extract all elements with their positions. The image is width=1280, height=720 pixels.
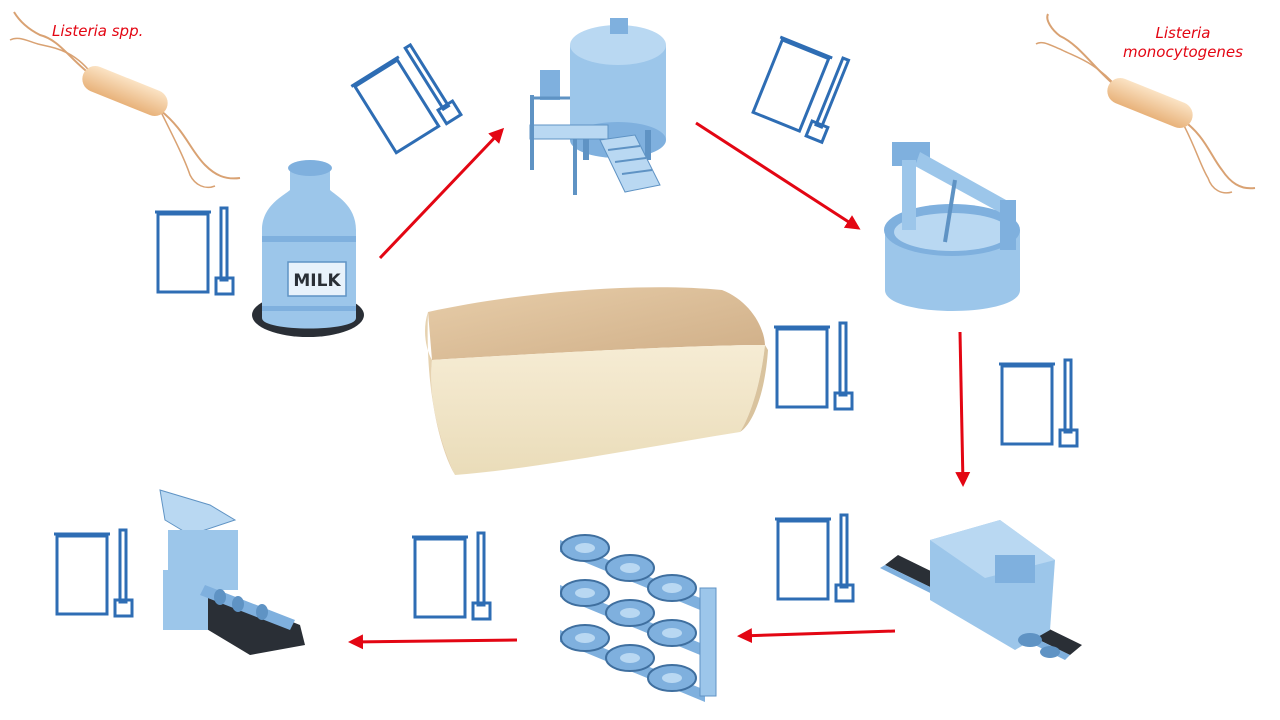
arrow-icon-vat-to-molding (955, 331, 971, 487)
sampling-bag-thermometer-icon-molding (997, 358, 1079, 448)
bacterium-icon-listeria-monocytogenes (1035, 13, 1256, 194)
bacterium-icon-listeria-spp (9, 11, 241, 189)
sampling-bag-thermometer-icon-cheese (772, 321, 854, 411)
sampling-bag-thermometer-icon-press (773, 513, 855, 603)
molding-conveyor (880, 520, 1082, 660)
arrow-icon-tank-to-vat (695, 121, 861, 230)
ripening-rack (560, 534, 717, 702)
arrow-icon-molding-to-ripening (737, 628, 896, 644)
sampling-bag-thermometer-icon-ripening (410, 531, 492, 621)
sampling-bag-thermometer-icon-vat (748, 31, 856, 144)
grating-machine (159, 489, 305, 655)
cheese-vat (884, 142, 1020, 311)
cheese-block (425, 287, 768, 475)
sampling-bag-thermometer-icon-milk (153, 206, 235, 296)
storage-tank (529, 18, 666, 195)
listeria-monocytogenes-line2: monocytogenes (1123, 43, 1243, 61)
arrow-icon-milk-to-tank (378, 127, 505, 260)
listeria-monocytogenes-line1: Listeria (1155, 24, 1211, 42)
listeria-spp-label: Listeria spp. (52, 22, 144, 40)
sampling-bag-thermometer-icon-grater (52, 528, 134, 618)
sampling-bag-thermometer-icon-tank (347, 40, 463, 158)
milk-label: MILK (293, 271, 341, 291)
listeria-monocytogenes-label: Listeria monocytogenes (1098, 24, 1268, 62)
milk-can: MILK (252, 160, 364, 337)
arrow-icon-ripening-to-grating (348, 634, 518, 650)
